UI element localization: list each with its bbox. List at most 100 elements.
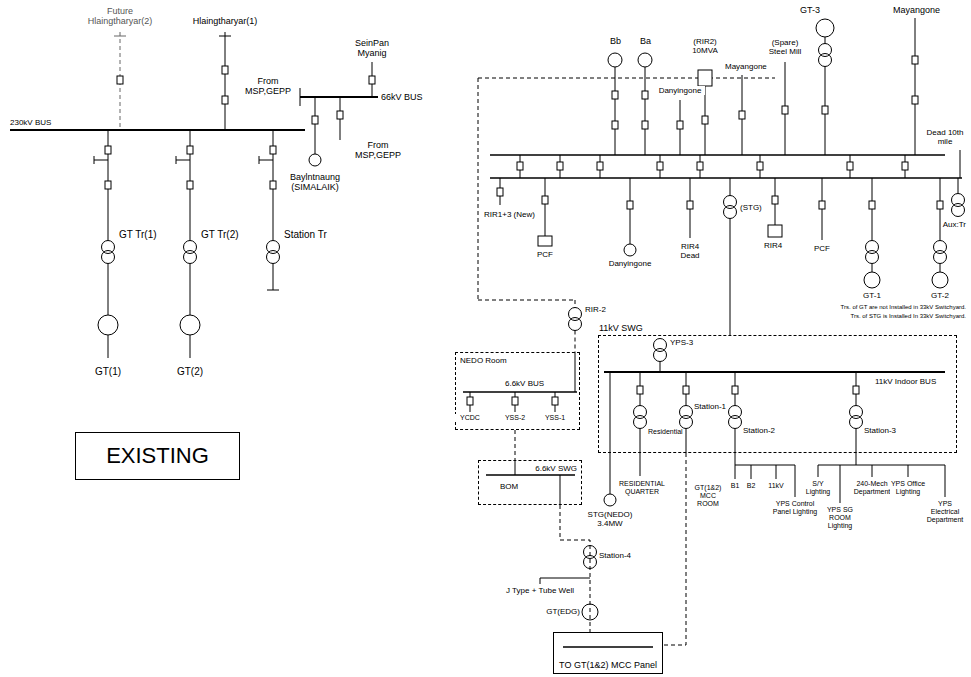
label-text: Mayangone (893, 5, 940, 15)
transformer-symbol (850, 416, 863, 429)
transformer-symbol (634, 406, 647, 419)
breaker-symbol (847, 162, 853, 170)
wire-line (267, 290, 279, 291)
label-text: PCF (537, 250, 553, 259)
breaker-symbol (312, 116, 318, 124)
transformer-symbol (569, 308, 582, 321)
label-text: Station-2 (743, 426, 775, 435)
panel-box: TO GT(1&2) MCC Panel (553, 632, 663, 674)
transformer-symbol (952, 194, 965, 207)
wire-line (486, 474, 575, 476)
transformer-symbol (267, 251, 280, 264)
breaker-symbol (222, 96, 228, 104)
breaker-symbol (657, 162, 663, 170)
label-text: Station-3 (864, 426, 896, 435)
wire-line (818, 465, 819, 477)
label-text: GT-1 (857, 291, 887, 300)
label-text: 11kV (765, 482, 787, 490)
transformer-symbol (724, 206, 737, 219)
wire-line (735, 429, 736, 480)
wire-line (795, 465, 796, 497)
label-text: Trs. of GT are not Installed in 33kV Swi… (841, 304, 966, 311)
label-text: GT(1&2) MCC ROOM (690, 484, 726, 508)
wire-line (515, 460, 516, 475)
wire-line (114, 36, 126, 37)
label-text: GT Tr(2) (201, 229, 239, 241)
wire-line (776, 465, 777, 479)
wire-line (490, 154, 945, 156)
wire-line (660, 362, 661, 373)
label-text: RIR-2 (585, 305, 606, 314)
breaker-symbol (222, 66, 228, 74)
wire-line (190, 264, 191, 316)
label-text: GT(1) (88, 366, 128, 378)
label-text: STG(NEDO) 3.4MW (585, 510, 635, 528)
wire-line (610, 372, 611, 494)
label-text: Danyingone (655, 86, 705, 95)
label-text: (RIR2) 10MVA (685, 37, 725, 55)
dashed-wire (575, 331, 576, 353)
dashed-wire (575, 300, 576, 308)
generator-symbol (624, 244, 636, 256)
wire-line (300, 88, 301, 106)
wire-line (615, 67, 616, 155)
wire-line (315, 97, 316, 154)
wire-line (856, 429, 857, 466)
transformer-symbol (267, 241, 280, 254)
wire-line (108, 335, 109, 358)
wire-line (300, 96, 378, 98)
breaker-symbol (612, 91, 618, 99)
dashed-connector (515, 430, 516, 460)
wire-line (259, 156, 260, 164)
breaker-symbol (683, 386, 689, 394)
equipment-box (768, 225, 782, 237)
transformer-symbol (634, 416, 647, 429)
transformer-symbol (184, 241, 197, 254)
transformer-symbol (729, 406, 742, 419)
wire-line (259, 160, 273, 161)
breaker-symbol (677, 121, 683, 129)
label-text: Dead 10th mile (925, 128, 965, 146)
transformer-symbol (866, 251, 879, 264)
breaker-symbol (369, 76, 375, 84)
transformer-symbol (866, 241, 879, 254)
label-text: YCDC (455, 414, 485, 422)
generator-symbol (98, 315, 118, 335)
breaker-symbol (117, 76, 123, 84)
breaker-symbol (517, 162, 523, 170)
breaker-symbol (937, 201, 943, 209)
label-text: GT Tr(1) (119, 229, 157, 241)
label-text: 66kV BUS (381, 92, 423, 102)
label-text: BOM (500, 482, 518, 491)
wire-line (273, 264, 274, 291)
label-text: From MSP,GEPP (348, 140, 408, 161)
label-text: (Spare) Steel Mill (762, 38, 808, 56)
wire-line (958, 178, 959, 194)
breaker-symbol (512, 397, 518, 405)
label-text: YSS-1 (540, 414, 570, 422)
breaker-symbol (819, 201, 825, 209)
breaker-symbol (732, 386, 738, 394)
breaker-symbol (772, 196, 778, 204)
generator-symbol (638, 53, 652, 67)
transformer-symbol (654, 339, 667, 352)
transformer-symbol (819, 54, 832, 67)
generator-symbol (816, 19, 834, 37)
breaker-symbol (105, 146, 111, 154)
transformer-symbol (952, 204, 965, 217)
transformer-symbol (729, 416, 742, 429)
equipment-box (698, 70, 712, 86)
breaker-symbol (467, 397, 473, 405)
transformer-symbol (934, 241, 947, 254)
transformer-symbol (934, 251, 947, 264)
label-text: YPS-3 (670, 338, 693, 347)
breaker-symbol (187, 146, 193, 154)
label-text: GT-2 (925, 291, 955, 300)
label-text: Mayangone (725, 62, 767, 71)
breaker-symbol (612, 121, 618, 129)
label-text: Hlaingtharyar(1) (185, 16, 265, 26)
label-text: Residential (648, 428, 683, 436)
wire-line (604, 371, 945, 373)
generator-symbol (864, 272, 880, 288)
